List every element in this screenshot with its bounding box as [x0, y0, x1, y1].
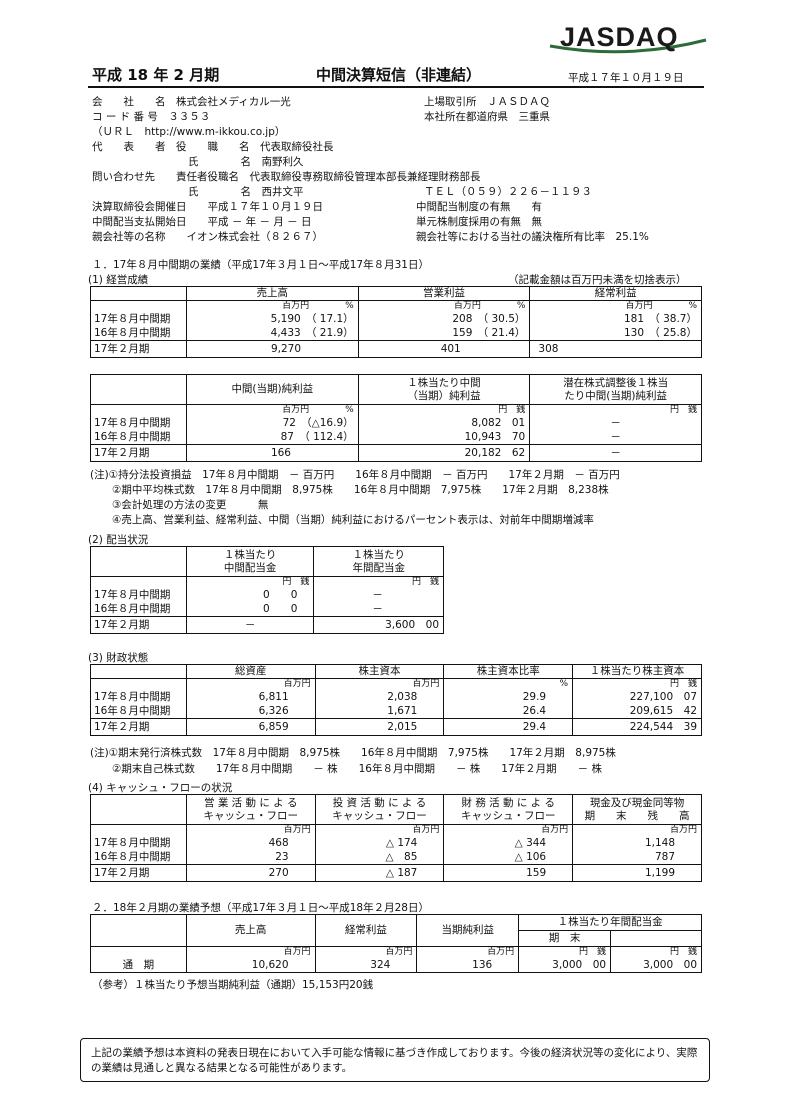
company-code: コ ー ド 番 号 ３３５３ [92, 111, 211, 123]
note-2b: ②期末自己株式数 17年８月中間期 － 株 16年８月中間期 － 株 17年２月… [112, 763, 603, 775]
hq-prefecture: 本社所在都道府県 三重県 [424, 111, 550, 123]
section-1-4-title: (4) キャッシュ・フローの状況 [88, 782, 233, 794]
logo-text: JASDAQ [560, 22, 679, 52]
report-title: 中間決算短信（非連結） [316, 66, 482, 84]
company-name: 会 社 名 株式会社メディカル一光 [92, 96, 291, 108]
parent-voting-ratio: 親会社等における当社の議決権所有比率 25.1% [416, 231, 649, 243]
company-url: （ＵＲＬ http://www.m-ikkou.co.jp） [92, 126, 286, 138]
unit-row: 百万円百万円百万円百万円 [90, 824, 702, 837]
disclaimer-box: 上記の業績予想は本資料の発表日現在において入手可能な情報に基づき作成しております… [80, 1038, 710, 1082]
col-forecast-sales: 売上高 [185, 914, 316, 947]
table-header: 営 業 活 動 に よ るキャッシュ・フロー 投 資 活 動 に よ るキャッシ… [90, 794, 702, 825]
forecast-table: 売上高 経常利益 当期純利益 １株当たり年間配当金 期 末 百万円百万円百万円円… [90, 914, 702, 973]
net-income-table: 中間(当期)純利益 １株当たり中間（当期）純利益 潜在株式調整後１株当たり中間(… [90, 374, 702, 462]
note-2a: (注)①期末発行済株式数 17年８月中間期 8,975株 16年８月中間期 7,… [90, 747, 616, 759]
table-header: 総資産 株主資本 株主資本比率 １株当たり株主資本 [90, 664, 702, 679]
document-title: 平成 18 年 2 月期 中間決算短信（非連結） [92, 64, 481, 85]
financial-position-table: 総資産 株主資本 株主資本比率 １株当たり株主資本 百万円百万円%円 銭 17年… [90, 664, 702, 736]
col-investing-cf: 投 資 活 動 に よ るキャッシュ・フロー [314, 794, 445, 825]
unit-row: 円 銭円 銭 [90, 576, 444, 589]
representative-title: 代 表 者 役 職 名 代表取締役社長 [92, 141, 334, 153]
contact-name: 氏 名 西井文平 [188, 186, 304, 198]
disclaimer-text: 上記の業績予想は本資料の発表日現在において入手可能な情報に基づき作成しております… [91, 1047, 698, 1074]
col-cash-end: 現金及び現金同等物期 末 残 高 [572, 794, 702, 825]
col-bps: １株当たり株主資本 [572, 664, 702, 679]
section-1-title: １．17年８月中間期の業績（平成17年３月１日～平成17年８月31日） [92, 259, 429, 271]
col-forecast-period-end: 期 末 [518, 930, 612, 947]
col-forecast-ordinary: 経常利益 [314, 914, 418, 947]
col-forecast-dividend: １株当たり年間配当金 [518, 914, 702, 931]
table-header: 中間(当期)純利益 １株当たり中間（当期）純利益 潜在株式調整後１株当たり中間(… [90, 374, 702, 405]
dividend-payment-date: 中間配当支払開始日 平成 － 年 － 月 － 日 [92, 216, 312, 228]
section-1-1-title: (1) 経営成績 [88, 274, 149, 286]
section-1-3-title: (3) 財政状態 [88, 652, 149, 664]
col-eps: １株当たり中間（当期）純利益 [357, 374, 531, 405]
contact-phone: ＴＥＬ（０５９）２２６－１１９３ [424, 186, 592, 198]
report-date: 平成１７年１０月１９日 [568, 72, 684, 84]
col-diluted-eps: 潜在株式調整後１株当たり中間(当期)純利益 [529, 374, 702, 405]
unit-share-system: 単元株制度採用の有無 無 [416, 216, 542, 228]
col-net-income: 中間(当期)純利益 [185, 374, 359, 405]
board-meeting-date: 決算取締役会開催日 平成１７年１０月１９日 [92, 201, 323, 213]
col-operating-income: 営業利益 [357, 286, 531, 301]
representative-name: 氏 名 南野利久 [188, 156, 304, 168]
unit-row: 百万円 %円 銭円 銭 [90, 404, 702, 417]
table-header: 売上高 営業利益 経常利益 [90, 286, 702, 301]
parent-company: 親会社等の名称 イオン株式会社（８２６７） [92, 231, 323, 243]
swoosh-icon [549, 38, 707, 54]
table-row: 17年２月期－3,600 00 [90, 616, 444, 634]
amount-note: （記載金額は百万円未満を切捨表示） [508, 274, 687, 286]
interim-dividend-system: 中間配当制度の有無 有 [416, 201, 542, 213]
col-financing-cf: 財 務 活 動 に よ るキャッシュ・フロー [443, 794, 574, 825]
note-1a: (注)①持分法投資損益 17年８月中間期 － 百万円 16年８月中間期 － 百万… [90, 469, 620, 481]
col-shareholders-equity: 株主資本 [314, 664, 445, 679]
unit-row: 百万円百万円百万円円 銭円 銭 [90, 946, 702, 959]
unit-row: 百万円百万円%円 銭 [90, 678, 702, 691]
col-equity-ratio: 株主資本比率 [443, 664, 574, 679]
col-annual-dividend: １株当たり年間配当金 [313, 546, 444, 577]
col-ordinary-income: 経常利益 [529, 286, 702, 301]
col-sales: 売上高 [185, 286, 359, 301]
cash-flow-table: 営 業 活 動 に よ るキャッシュ・フロー 投 資 活 動 に よ るキャッシ… [90, 794, 702, 882]
stock-exchange: 上場取引所 ＪＡＳＤＡＱ [424, 96, 550, 108]
note-1c: ③会計処理の方法の変更 無 [112, 499, 269, 511]
title-rule [88, 86, 704, 88]
col-total-assets: 総資産 [185, 664, 316, 679]
col-forecast-net: 当期純利益 [416, 914, 520, 947]
section-1-2-title: (2) 配当状況 [88, 534, 149, 546]
col-operating-cf: 営 業 活 動 に よ るキャッシュ・フロー [185, 794, 316, 825]
note-1b: ②期中平均株式数 17年８月中間期 8,975株 16年８月中間期 7,975株… [112, 484, 609, 496]
unit-row: 百万円 %百万円 %百万円 % [90, 300, 702, 313]
table-header: １株当たり中間配当金 １株当たり年間配当金 [90, 546, 444, 577]
jasdaq-logo: JASDAQ [548, 22, 708, 54]
contact-title: 問い合わせ先 責任者役職名 代表取締役専務取締役管理本部長兼経理財務部長 [92, 171, 481, 183]
table-header: 売上高 経常利益 当期純利益 １株当たり年間配当金 [90, 914, 702, 947]
section-2-title: ２．18年２月期の業績予想（平成17年３月１日～平成18年２月28日） [92, 902, 429, 914]
col-interim-dividend: １株当たり中間配当金 [185, 546, 315, 577]
fiscal-period: 平成 18 年 2 月期 [92, 66, 220, 84]
note-1d: ④売上高、営業利益、経常利益、中間（当期）純利益におけるパーセント表示は、対前年… [112, 514, 594, 526]
forecast-eps-note: （参考）１株当たり予想当期純利益（通期）15,153円20銭 [92, 979, 374, 991]
